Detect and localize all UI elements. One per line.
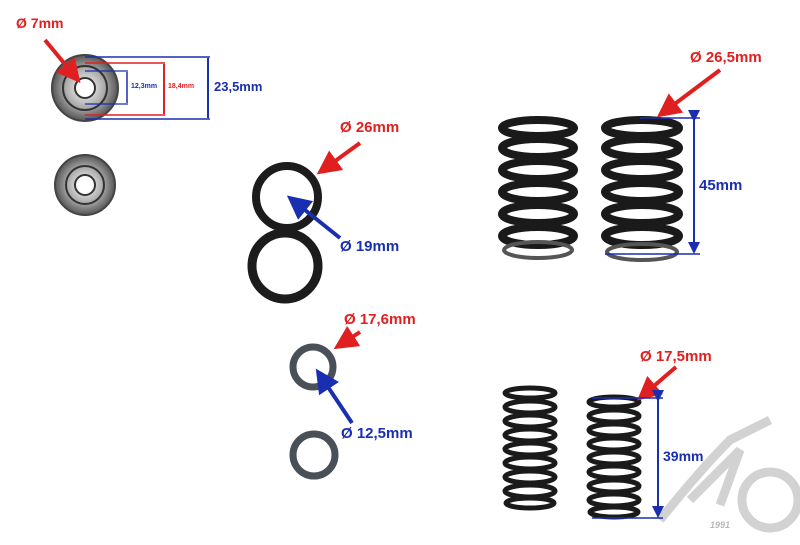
watermark-year: 1991 (710, 520, 731, 530)
retainer-top-view (43, 38, 210, 122)
small-spring-length-label: 39mm (663, 448, 704, 464)
large-washer-outer-label: Ø 26mm (340, 119, 400, 136)
large-spring-diameter-label: Ø 26,5mm (690, 49, 762, 66)
small-spring-dimensions (592, 365, 678, 519)
large-spring-pair (498, 116, 683, 262)
large-spring-dimensions (605, 68, 722, 255)
small-spring-pair (502, 385, 642, 520)
retainer-outer-height-label: 23,5mm (214, 79, 263, 94)
large-washer-inner-label: Ø 19mm (340, 238, 400, 255)
large-washer-pair (247, 141, 362, 304)
retainer-inner-height-label: 12,3mm (131, 83, 158, 90)
retainer-mid-height-label: 18,4mm (168, 83, 195, 90)
small-spring-diameter-label: Ø 17,5mm (640, 348, 712, 365)
small-washer-inner-label: Ø 12,5mm (341, 425, 413, 442)
small-washer-outer-label: Ø 17,6mm (344, 311, 416, 328)
retainer-bottom-view (54, 154, 116, 216)
retainer-bore-label: Ø 7mm (16, 15, 64, 31)
large-spring-length-label: 45mm (699, 177, 743, 194)
small-washer-pair (289, 326, 362, 480)
watermark-logo (656, 415, 800, 533)
